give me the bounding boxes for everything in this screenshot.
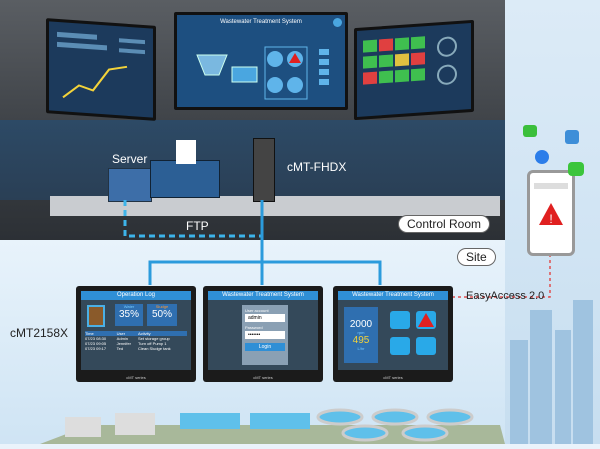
easyaccess-label: EasyAccess 2.0 xyxy=(466,290,545,302)
tank-icon xyxy=(416,337,436,355)
printer-icon xyxy=(150,160,220,198)
right-monitor xyxy=(354,19,474,121)
tank-icon xyxy=(390,337,410,355)
network-line xyxy=(148,200,382,285)
hmi3-title: Wastewater Treatment System xyxy=(338,291,448,300)
process-diagram-icon xyxy=(196,46,329,100)
tank-alert-icon xyxy=(416,311,436,329)
tank-icon xyxy=(390,311,410,329)
line-chart-icon xyxy=(57,31,145,99)
control-room-tag: Control Room xyxy=(398,215,491,233)
svg-text:!: ! xyxy=(549,212,552,226)
menu-icon xyxy=(333,18,342,27)
remote-background xyxy=(505,0,600,444)
brand-label: cMT series xyxy=(253,375,273,380)
status-grid-icon xyxy=(363,36,457,85)
line-app-icon xyxy=(568,162,584,176)
alert-icon: ! xyxy=(534,183,568,226)
hmi-model-label: cMT2158X xyxy=(10,326,69,340)
center-screen-title: Wastewater Treatment System xyxy=(220,19,302,25)
hmi2-title: Wastewater Treatment System xyxy=(208,291,318,300)
smartphone: ! xyxy=(527,170,575,256)
center-monitor: Wastewater Treatment System xyxy=(174,12,348,110)
login-panel: User account admin Password ••••••• Logi… xyxy=(242,305,288,365)
brand-label: cMT series xyxy=(126,375,146,380)
hmi-login: Wastewater Treatment System User account… xyxy=(203,286,323,382)
gateway-label: cMT-FHDX xyxy=(287,160,347,174)
control-room-wall xyxy=(0,120,505,200)
cloud-app-icon xyxy=(565,130,579,144)
ftp-line xyxy=(123,200,262,238)
messenger-icon xyxy=(535,150,549,164)
hmi1-title: Operation Log xyxy=(81,291,191,300)
tank-icon xyxy=(87,305,105,327)
left-monitor xyxy=(46,18,156,121)
city-skyline-icon xyxy=(510,300,593,444)
desk xyxy=(50,196,500,216)
ftp-label: FTP xyxy=(186,219,209,233)
site-tag: Site xyxy=(457,248,496,266)
server-label: Server xyxy=(112,152,148,166)
treatment-facilities-icon xyxy=(40,408,505,444)
login-button[interactable]: Login xyxy=(245,343,285,351)
cmt-fhdx-device xyxy=(253,138,275,202)
brand-label: cMT series xyxy=(383,375,403,380)
report-paper-icon xyxy=(176,140,196,164)
password-input[interactable]: ••••••• xyxy=(245,331,285,339)
account-input[interactable]: admin xyxy=(245,314,285,322)
wechat-icon xyxy=(523,125,537,137)
